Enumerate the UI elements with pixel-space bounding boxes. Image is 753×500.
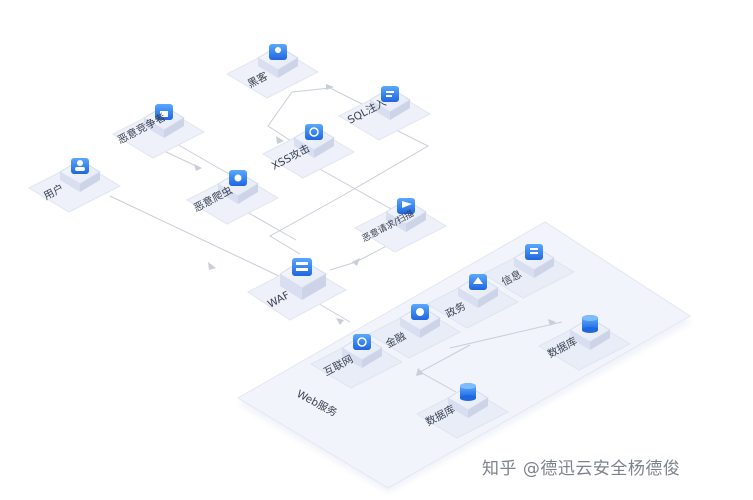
node-info: 信息 <box>481 244 576 299</box>
node-user: 用户 <box>27 158 122 213</box>
globe-icon <box>353 334 371 350</box>
node-database-right: 数据库 <box>537 315 632 371</box>
node-internet: 互联网 <box>309 334 404 389</box>
node-malicious-competitor: 恶意竞争者 <box>111 104 206 159</box>
node-government: 政务 <box>425 274 520 329</box>
database-icon <box>460 383 476 401</box>
server-platform <box>237 221 692 493</box>
watermark-text: 知乎 @德迅云安全杨德俊 <box>482 459 681 479</box>
code-icon <box>381 86 399 102</box>
database-icon <box>582 315 598 333</box>
node-hacker: 黑客 <box>225 44 320 99</box>
node-finance: 金融 <box>367 304 462 359</box>
node-database-bottom: 数据库 <box>415 383 510 439</box>
node-malicious-crawler: 恶意爬虫 <box>185 170 280 225</box>
firewall-icon <box>292 258 312 276</box>
node-waf: WAF <box>247 258 348 321</box>
bug-icon <box>305 124 323 140</box>
node-xss-attack: XSS攻击 <box>261 124 356 179</box>
node-malicious-request: 恶意请求/扫描 <box>353 198 448 253</box>
node-sql-injection: SQL注入 <box>337 86 432 141</box>
